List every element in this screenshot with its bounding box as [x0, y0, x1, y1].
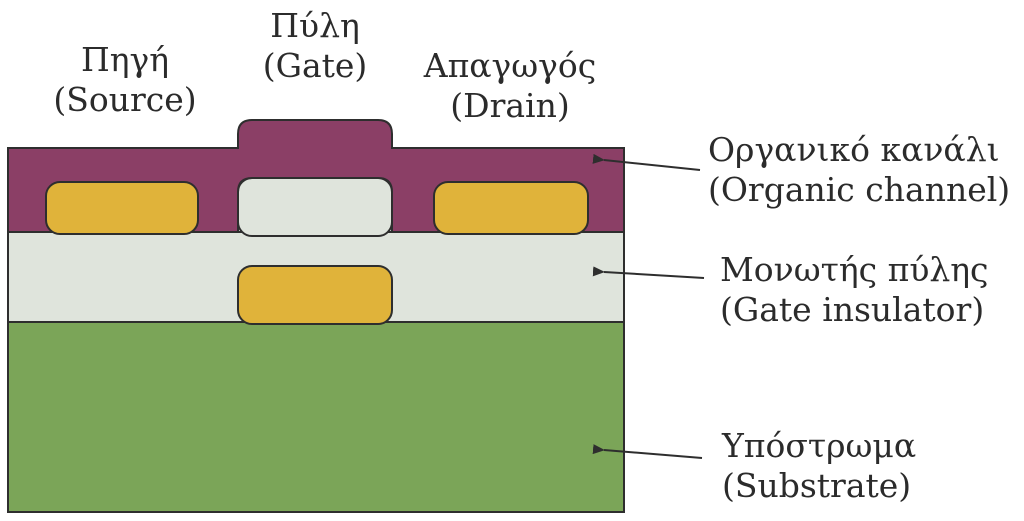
drain-label-english: (Drain) [450, 86, 570, 125]
gate-electrode [237, 265, 393, 325]
gate-label-greek: Πύλη [270, 6, 360, 45]
gate-insulator-label-english: (Gate insulator) [720, 290, 985, 329]
organic-channel-label-english: (Organic channel) [708, 170, 1011, 209]
substrate-arrow [592, 444, 703, 459]
gate-label-english: (Gate) [262, 46, 368, 85]
source-electrode [45, 181, 199, 235]
gate-insulator-label: Μονωτής πύλης (Gate insulator) [720, 250, 989, 330]
drain-label: Απαγωγός (Drain) [404, 46, 616, 126]
substrate-layer [7, 321, 625, 513]
substrate-label: Υπόστρωμα (Substrate) [722, 426, 916, 506]
gate-insulator-label-greek: Μονωτής πύλης [720, 250, 989, 289]
source-label: Πηγή (Source) [40, 40, 210, 120]
substrate-label-english: (Substrate) [722, 466, 912, 505]
source-label-english: (Source) [53, 80, 197, 119]
organic-channel-label: Οργανικό κανάλι (Organic channel) [708, 130, 1010, 210]
organic-channel-arrow [592, 153, 701, 171]
drain-label-greek: Απαγωγός [423, 46, 597, 85]
source-label-greek: Πηγή [80, 40, 170, 79]
gate-insulator-bump [237, 177, 393, 237]
gate-label: Πύλη (Gate) [236, 6, 394, 86]
organic-channel-label-greek: Οργανικό κανάλι [708, 130, 1000, 169]
drain-electrode [433, 181, 589, 235]
gate-insulator-arrow [592, 266, 705, 279]
substrate-label-greek: Υπόστρωμα [722, 426, 917, 465]
